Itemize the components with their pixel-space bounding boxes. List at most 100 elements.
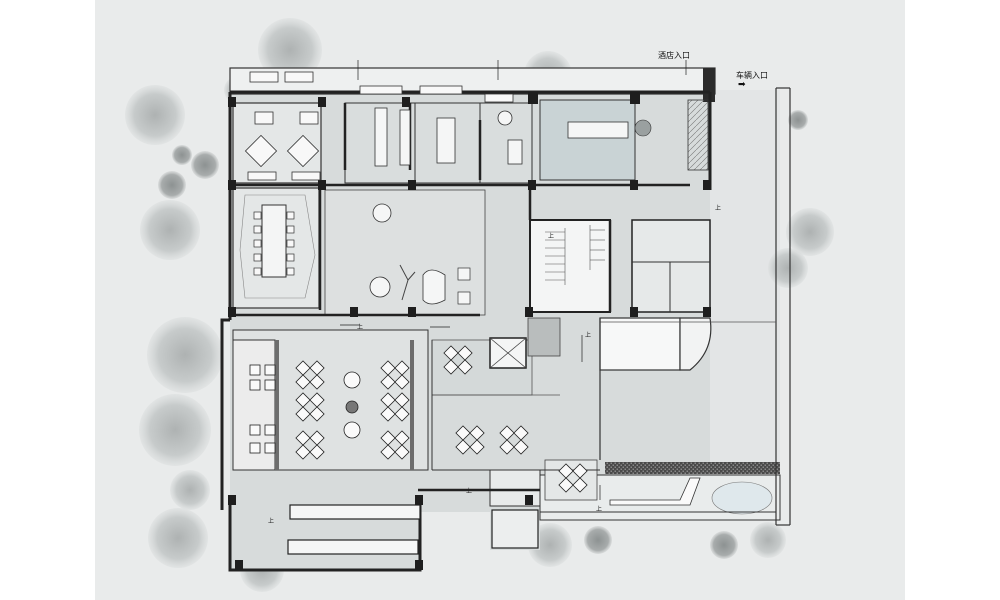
table-set — [558, 463, 588, 493]
tree — [125, 85, 185, 145]
dining-table — [309, 360, 325, 376]
planter — [527, 317, 561, 357]
tree — [710, 531, 738, 559]
table-set — [295, 430, 325, 460]
dining-table — [380, 430, 396, 446]
dining-table — [309, 374, 325, 390]
reception-decor — [634, 119, 652, 137]
dining-table — [455, 425, 471, 441]
lounge-table — [372, 203, 392, 223]
column-wall — [275, 340, 279, 470]
dining-table — [455, 439, 471, 455]
tiled-strip — [605, 462, 780, 474]
dining-table — [380, 374, 396, 390]
private-dining-table — [264, 424, 276, 436]
stair-treads — [545, 225, 605, 285]
dining-table — [394, 406, 410, 422]
table-set — [380, 360, 410, 390]
up-mark: 上 — [466, 489, 473, 495]
dining-table — [380, 392, 396, 408]
tree — [148, 508, 208, 568]
tree — [191, 151, 219, 179]
private-dining-table — [264, 364, 276, 376]
table-set — [455, 425, 485, 455]
tree — [258, 18, 322, 82]
columns — [228, 92, 711, 570]
tree — [139, 394, 211, 466]
vehicle-entrance-label: 车辆入口 — [736, 71, 768, 80]
dining-table — [295, 360, 311, 376]
dining-table — [394, 392, 410, 408]
dining-table — [499, 439, 515, 455]
stair-core — [529, 219, 611, 313]
table-set — [499, 425, 529, 455]
table-set — [443, 345, 473, 375]
tree — [788, 110, 808, 130]
restroom-lower — [491, 509, 539, 549]
meeting-chairs — [253, 211, 295, 276]
dining-table — [572, 463, 588, 479]
cabinet — [399, 109, 411, 166]
table-set — [295, 360, 325, 390]
armchair — [457, 267, 471, 281]
private-dining-table — [249, 379, 261, 391]
dining-table — [457, 345, 473, 361]
desk — [507, 139, 523, 165]
table-tile — [544, 459, 598, 501]
tree — [584, 526, 612, 554]
building — [220, 67, 791, 572]
meeting-table — [261, 204, 287, 278]
walkway — [609, 477, 701, 506]
table-set — [380, 430, 410, 460]
dining-table — [309, 392, 325, 408]
up-mark: 上 — [585, 333, 592, 339]
private-dining-table — [249, 442, 261, 454]
private-dining-table — [264, 379, 276, 391]
up-mark: 上 — [357, 325, 364, 331]
dining-tables — [249, 345, 588, 493]
tree — [768, 248, 808, 288]
up-mark: 上 — [596, 507, 603, 513]
dining-table — [499, 425, 515, 441]
table-set — [295, 392, 325, 422]
dining-table — [469, 439, 485, 455]
dining-table — [457, 359, 473, 375]
lounge-table — [369, 276, 391, 298]
up-mark: 上 — [268, 519, 275, 525]
round-dining-table — [343, 371, 361, 389]
dining-table — [513, 439, 529, 455]
direction-marks — [340, 60, 687, 500]
hotel-entrance-label: 酒店入口 — [658, 51, 690, 60]
round-table — [497, 110, 513, 126]
tree — [170, 470, 210, 510]
private-dining-table — [264, 442, 276, 454]
dining-table — [572, 477, 588, 493]
landscape-rock — [711, 481, 773, 515]
up-mark: 上 — [715, 206, 722, 212]
decorative-branch — [399, 264, 416, 301]
armchair — [457, 291, 471, 305]
top-seats — [249, 71, 514, 103]
tree — [158, 171, 186, 199]
reception-area — [539, 99, 636, 181]
dining-table — [558, 463, 574, 479]
dining-table — [513, 425, 529, 441]
hatched-wall — [687, 99, 709, 171]
dining-table — [295, 444, 311, 460]
dining-table — [309, 406, 325, 422]
tree — [786, 208, 834, 256]
pool — [599, 317, 681, 371]
partitions — [233, 103, 690, 492]
dining-table — [309, 444, 325, 460]
tree — [172, 145, 192, 165]
dining-table — [380, 406, 396, 422]
sofa — [422, 269, 446, 305]
restroom — [631, 219, 711, 313]
column-wall — [410, 340, 414, 470]
tree — [147, 317, 223, 393]
office-tables — [244, 111, 321, 181]
dining-table — [295, 430, 311, 446]
dining-table — [394, 374, 410, 390]
dining-table — [295, 406, 311, 422]
